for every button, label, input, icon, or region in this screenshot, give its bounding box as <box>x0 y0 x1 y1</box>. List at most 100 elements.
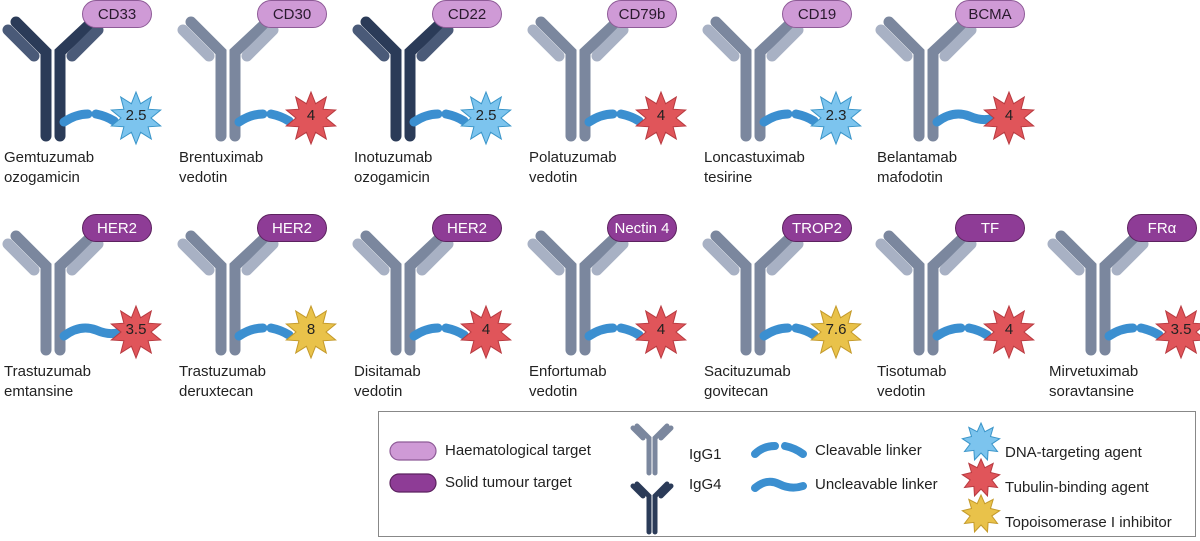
light-chain-right <box>939 24 977 62</box>
heavy-chain-left <box>883 16 925 142</box>
linker-part-a <box>584 109 618 127</box>
cleavable-linker-icon <box>751 442 807 458</box>
target-badge: CD79b <box>607 0 677 28</box>
heavy-chain-left <box>360 16 402 142</box>
tubulin-agent-star-icon <box>961 457 1001 498</box>
light-chain-left <box>2 24 40 62</box>
drug-name-line2: vedotin <box>529 383 578 400</box>
dar-value: 2.3 <box>825 107 847 124</box>
heavy-chain-left <box>535 16 577 142</box>
heavy-chain-left <box>1055 230 1097 356</box>
uncleavable-linker <box>932 109 998 127</box>
dar-value: 2.5 <box>125 107 147 124</box>
light-chain-right <box>241 24 279 62</box>
drug-name-line2: vedotin <box>354 383 403 400</box>
linker-part-a <box>1104 323 1138 341</box>
linker-part-a <box>759 323 793 341</box>
target-badge: HER2 <box>257 214 327 242</box>
antibody-igg1-icon <box>702 230 862 360</box>
target-badge: FRα <box>1127 214 1197 242</box>
dar-value: 4 <box>1004 107 1014 124</box>
drug-name-line1: Enfortumab <box>529 363 607 380</box>
antibody-igg4-icon <box>352 16 512 146</box>
heavy-chain-left <box>883 230 925 356</box>
heavy-chain-left <box>185 16 227 142</box>
heavy-chain-left <box>10 230 52 356</box>
drug-name-line2: govitecan <box>704 383 769 400</box>
legend-cleavable-label: Cleavable linker <box>815 442 922 459</box>
heavy-chain-right <box>579 16 623 142</box>
drug-name: Polatuzumab vedotin <box>529 148 617 188</box>
target-badge: CD33 <box>82 0 152 28</box>
linker-part-a <box>234 109 268 127</box>
adc-item: CD79b 4 Polatuzumab vedotin <box>525 0 700 195</box>
drug-name-line1: Gemtuzumab <box>4 149 95 166</box>
payload-topo-star <box>285 304 337 360</box>
drug-name: Disitamab vedotin <box>354 362 421 402</box>
light-chain-right <box>939 238 977 276</box>
antibody-igg1-icon <box>352 230 512 360</box>
drug-name: Trastuzumab emtansine <box>4 362 91 402</box>
drug-name: Inotuzumab ozogamicin <box>354 148 432 188</box>
linker-part-b <box>616 109 644 126</box>
drug-name-line1: Sacituzumab <box>704 363 791 380</box>
heavy-chain-left <box>360 230 402 356</box>
payload-dna-star <box>460 90 512 146</box>
target-badge: TROP2 <box>782 214 852 242</box>
target-badge: TF <box>955 214 1025 242</box>
heavy-chain-left <box>10 16 52 142</box>
dar-value: 4 <box>656 107 666 124</box>
drug-name: Enfortumab vedotin <box>529 362 607 402</box>
drug-name-line1: Trastuzumab <box>179 363 266 380</box>
drug-name: Tisotumab vedotin <box>877 362 946 402</box>
drug-name: Loncastuximab tesirine <box>704 148 805 188</box>
light-chain-left <box>352 24 390 62</box>
adc-item: TF 4 Tisotumab vedotin <box>873 200 1048 400</box>
dar-value: 3.5 <box>125 321 147 338</box>
haem-target-pill-icon <box>389 441 437 461</box>
light-chain-right <box>416 24 454 62</box>
linker-part-a <box>759 109 793 127</box>
dar-value: 3.5 <box>1170 321 1192 338</box>
dar-value: 4 <box>656 321 666 338</box>
heavy-chain-right <box>54 16 98 142</box>
legend-igg4-label: IgG4 <box>689 476 722 493</box>
drug-name: Belantamab mafodotin <box>877 148 957 188</box>
antibody-igg1-icon <box>177 16 337 146</box>
antibody-igg1-icon <box>2 230 162 360</box>
drug-name-line1: Loncastuximab <box>704 149 805 166</box>
drug-name-line2: ozogamicin <box>4 169 80 186</box>
linker-part-a <box>234 323 268 341</box>
payload-tubulin-star <box>1155 304 1200 360</box>
dar-value: 4 <box>306 107 316 124</box>
payload-tubulin-star <box>983 304 1035 360</box>
drug-name-line1: Belantamab <box>877 149 958 166</box>
light-chain-left <box>177 24 215 62</box>
light-chain-right <box>766 24 804 62</box>
light-chain-left <box>527 238 565 276</box>
drug-name-line2: vedotin <box>179 169 228 186</box>
antibody-igg4-icon <box>2 16 162 146</box>
legend-uncleavable-label: Uncleavable linker <box>815 476 938 493</box>
linker-part-a <box>409 109 443 127</box>
light-chain-left <box>527 24 565 62</box>
linker-part-b <box>266 109 294 126</box>
adc-item: CD19 2.3 Loncastuximab tesirine <box>700 0 875 195</box>
target-badge: CD30 <box>257 0 327 28</box>
payload-dna-star <box>110 90 162 146</box>
light-chain-left <box>702 238 740 276</box>
drug-name: Brentuximab vedotin <box>179 148 263 188</box>
dar-value: 7.6 <box>825 321 847 338</box>
topo-agent-star-icon <box>961 493 1001 534</box>
adc-item: HER2 4 Disitamab vedotin <box>350 200 525 400</box>
heavy-chain-right <box>1099 230 1143 356</box>
dna-agent-star-icon <box>961 421 1001 462</box>
linker-part-b <box>791 323 819 340</box>
light-chain-left <box>2 238 40 276</box>
dar-value: 8 <box>306 321 316 338</box>
linker-part-a <box>59 109 93 127</box>
target-badge: BCMA <box>955 0 1025 28</box>
igg4-antibody-icon <box>630 481 674 535</box>
heavy-chain-left <box>535 230 577 356</box>
antibody-igg1-icon <box>177 230 337 360</box>
